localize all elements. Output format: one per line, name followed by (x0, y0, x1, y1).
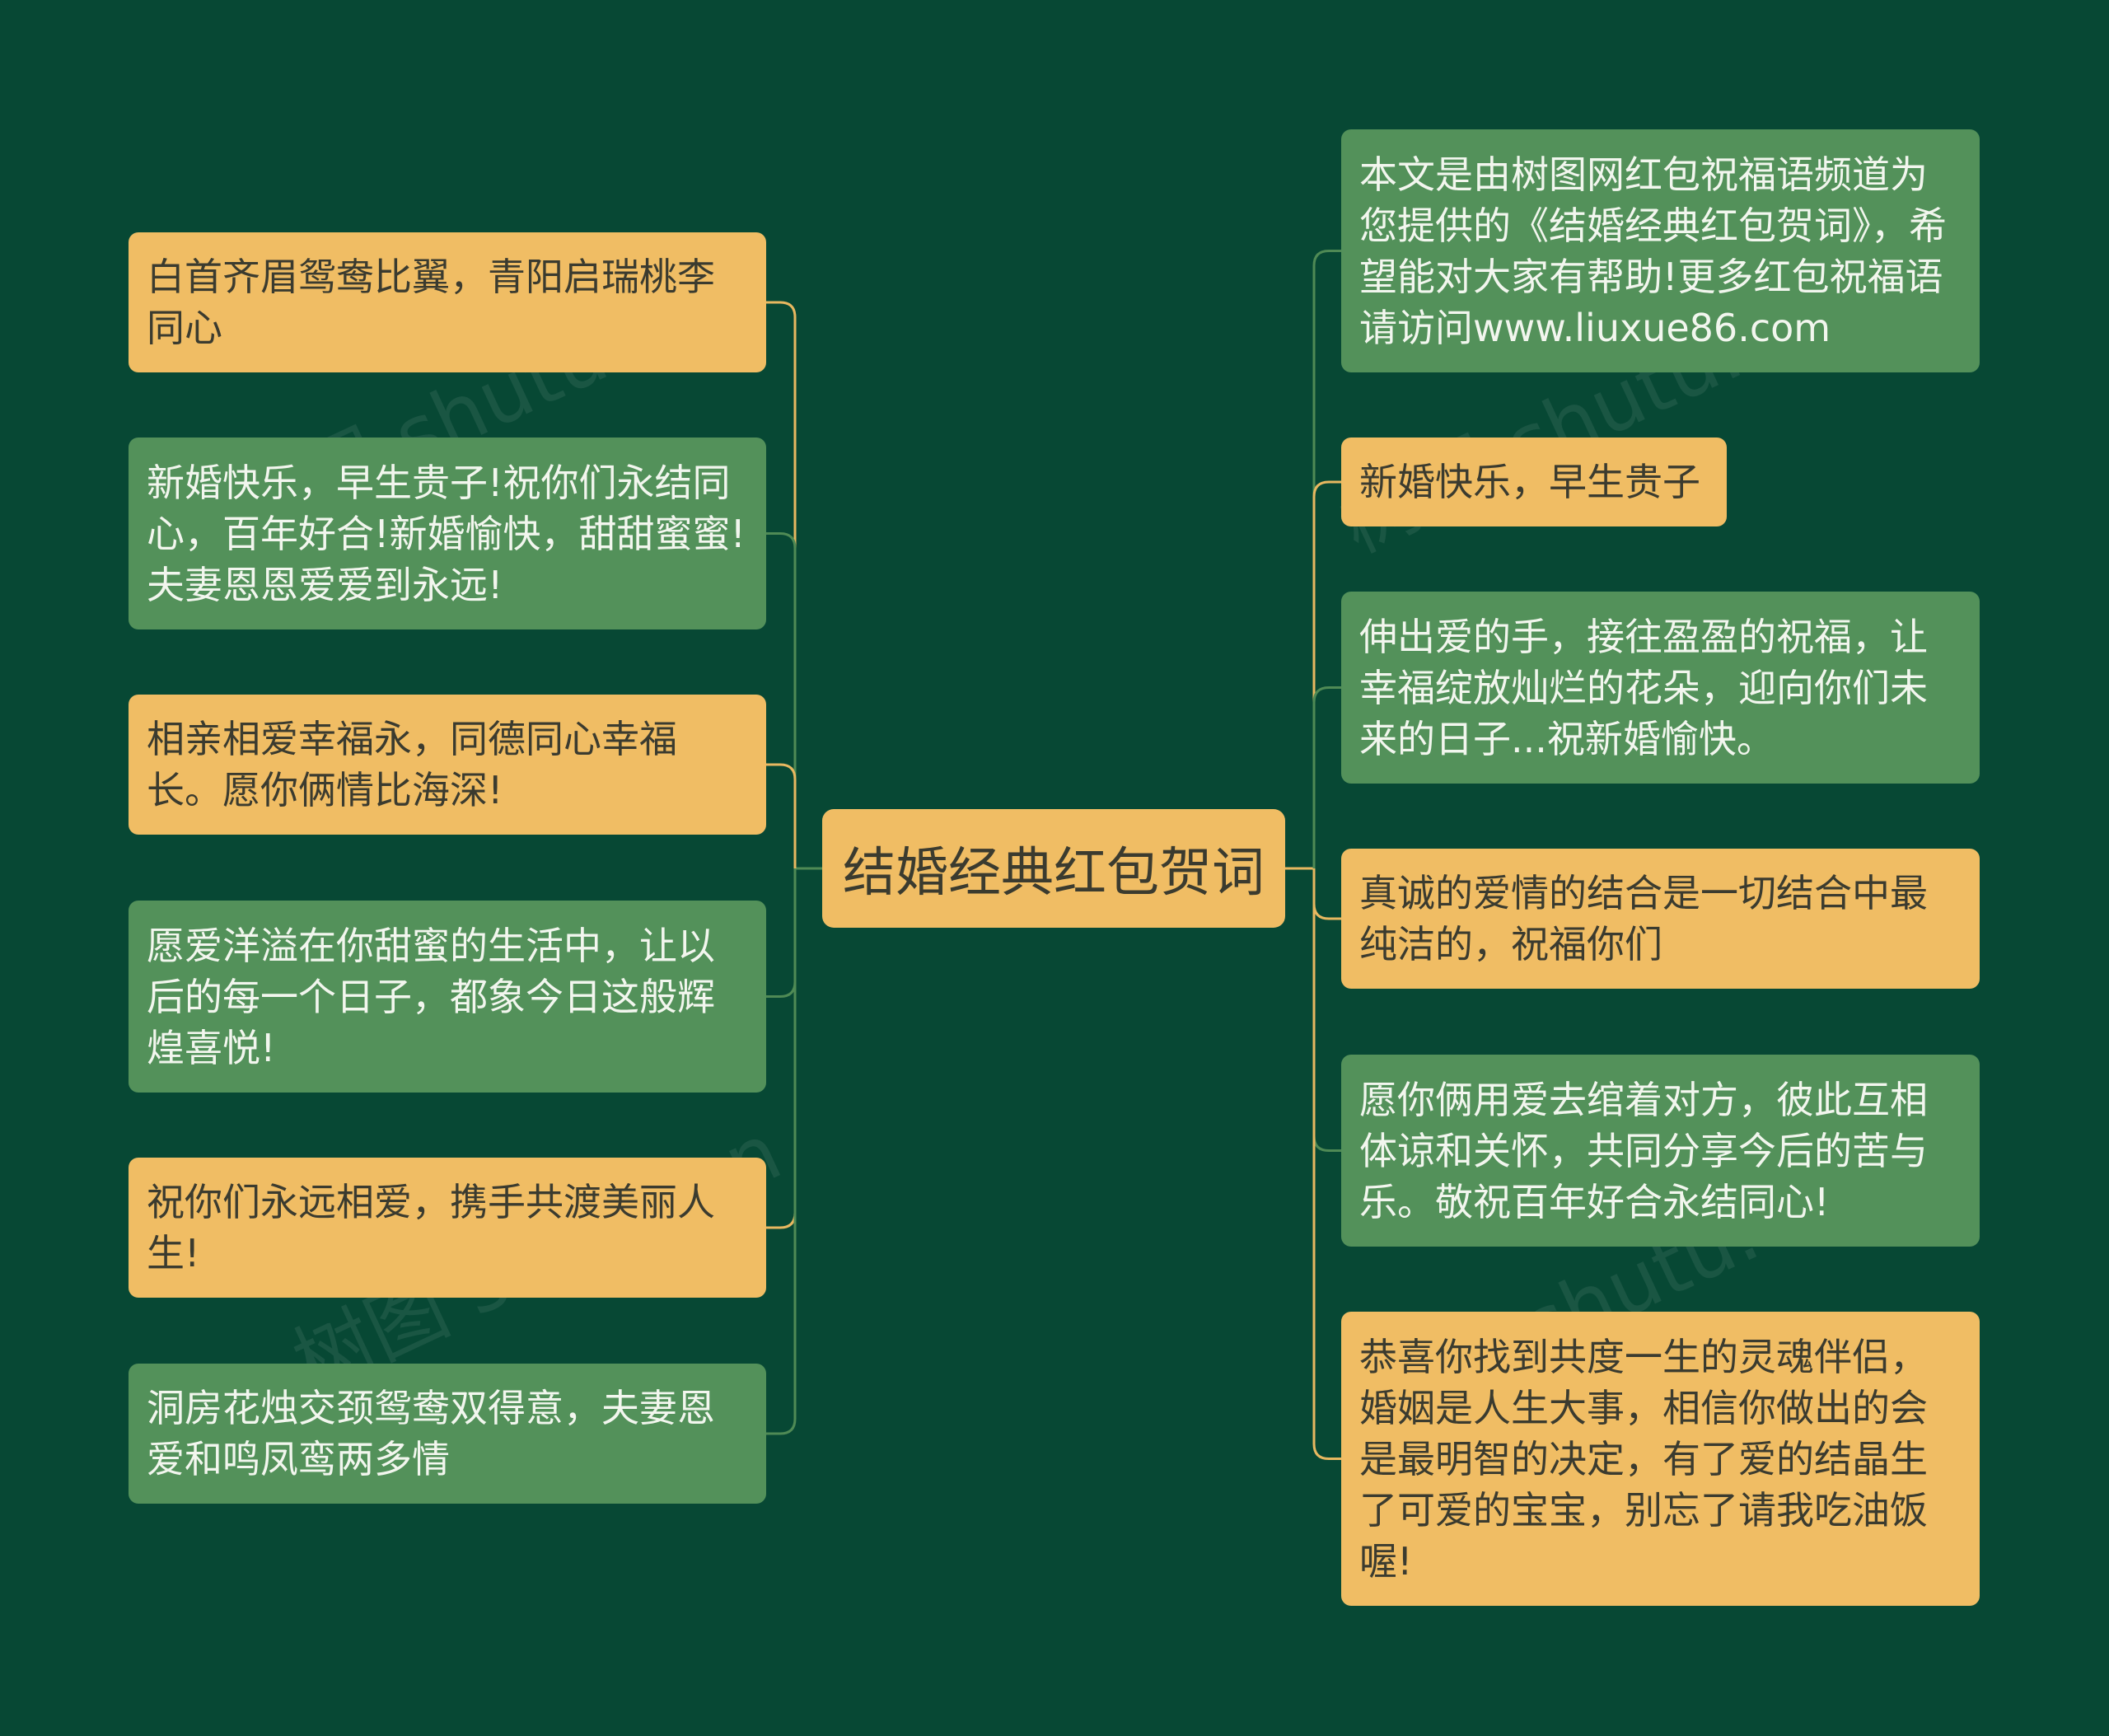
center-topic[interactable]: 结婚经典红包贺词 (822, 809, 1285, 928)
left-branch-node[interactable]: 洞房花烛交颈鸳鸯双得意，夫妻恩爱和鸣凤鸾两多情 (129, 1364, 766, 1504)
branch-link (766, 868, 797, 1435)
branch-link (1312, 868, 1341, 920)
branch-link (766, 532, 797, 868)
right-branch-node[interactable]: 恭喜你找到共度一生的灵魂伴侣，婚姻是人生大事，相信你做出的会是最明智的决定，有了… (1341, 1312, 1980, 1606)
branch-link (1312, 868, 1341, 1152)
right-branch-node[interactable]: 新婚快乐，早生贵子 (1341, 438, 1727, 526)
branch-link (1312, 686, 1341, 868)
right-branch-node[interactable]: 真诚的爱情的结合是一切结合中最纯洁的，祝福你们 (1341, 849, 1980, 989)
branch-link (766, 763, 797, 868)
right-branch-node[interactable]: 本文是由树图网红包祝福语频道为您提供的《结婚经典红包贺词》，希望能对大家有帮助!… (1341, 129, 1980, 372)
branch-link (766, 868, 797, 998)
branch-link (1312, 868, 1341, 1460)
right-branch-node[interactable]: 伸出爱的手，接往盈盈的祝福，让幸福绽放灿烂的花朵，迎向你们未来的日子...祝新婚… (1341, 592, 1980, 784)
branch-link (1312, 480, 1341, 868)
branch-link (1312, 250, 1341, 868)
left-branch-node[interactable]: 白首齐眉鸳鸯比翼，青阳启瑞桃李同心 (129, 232, 766, 372)
left-branch-node[interactable]: 愿爱洋溢在你甜蜜的生活中，让以后的每一个日子，都象今日这般辉煌喜悦! (129, 901, 766, 1093)
branch-link (766, 301, 797, 868)
right-branch-node[interactable]: 愿你俩用爱去绾着对方，彼此互相体谅和关怀，共同分享今后的苦与乐。敬祝百年好合永结… (1341, 1055, 1980, 1247)
left-branch-node[interactable]: 相亲相爱幸福永，同德同心幸福长。愿你俩情比海深! (129, 695, 766, 835)
left-branch-node[interactable]: 祝你们永远相爱，携手共渡美丽人生! (129, 1158, 766, 1298)
branch-link (766, 868, 797, 1229)
left-branch-node[interactable]: 新婚快乐，早生贵子!祝你们永结同心，百年好合!新婚愉快，甜甜蜜蜜!夫妻恩恩爱爱到… (129, 438, 766, 629)
